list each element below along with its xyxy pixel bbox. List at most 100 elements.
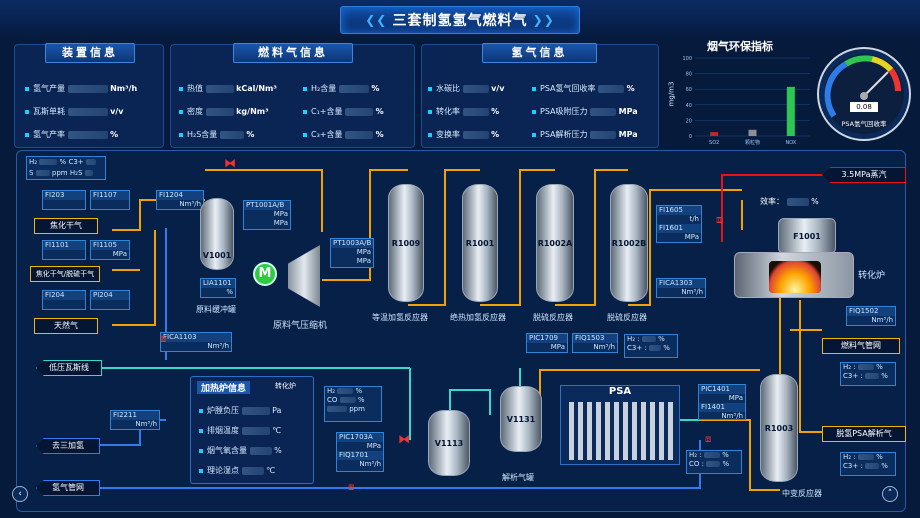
furnace-row-3: 烟气氧含量 % [199,445,282,456]
fuel-row-5: C₁+含量 % [303,106,384,117]
furnace-f1001[interactable]: F1001 [778,218,836,254]
fuel-row-3: H₂S含量 % [179,129,254,140]
psa-unit[interactable]: PSA [560,385,680,465]
y-tick-label: 40 [686,103,692,109]
psa-columns [569,402,673,460]
h2-row-4: PSA氢气回收率 % [532,83,635,94]
y-tick-label: 100 [682,56,692,62]
fuel-info-panel: 燃料气信息 热值 kCal/Nm³ 密度 kg/Nm³ H₂S含量 % H₂含量… [170,43,415,148]
fuel-row-1: 热值 kCal/Nm³ [179,83,277,94]
valve-v1113-icon[interactable]: ⧓ [398,432,410,446]
reformer-furnace[interactable] [734,252,854,298]
page-title: ❮❮ 三套制氢氢气燃料气 ❯❯ [340,6,580,34]
h2-row-3: 变换率 % [428,129,499,140]
y-tick-label: 0 [689,134,692,140]
furnace-info-box: 加热炉信息 转化炉 炉膛负压 Pa 排烟温度 ℃ 烟气氧含量 % 理论湿点 ℃ [190,376,314,484]
device-info-title: 装置信息 [45,43,135,63]
source-psa-gas[interactable]: 脱氢PSA解析气 [822,426,906,442]
motor-icon: M [253,262,277,286]
h2-row-1: 水碳比 v/v [428,83,504,94]
h2-info-title: 氢气信息 [482,43,597,63]
tag-psa-comp: H₂ : %C3+ : % [624,334,678,358]
bar-0[interactable] [710,132,719,136]
label-r1002a: 脱硫反应器 [533,313,573,322]
source-fuel-net[interactable]: 燃料气管网 [822,338,900,354]
tag-fi1107[interactable]: FI1107 [90,190,130,210]
gauge-value: 0.08 [850,102,878,112]
reactor-r1002a[interactable]: R1002A [536,184,574,302]
x-tick-label: SO2 [709,140,719,146]
tag-lia1101[interactable]: LIA1101% [200,278,236,298]
tag-r-comp2: H₂ : %C3+ : % [840,452,896,476]
scroll-up-button[interactable]: ˄ [882,486,898,502]
label-midshift: 中变反应器 [782,489,822,498]
valve-h2-icon[interactable]: ⧈ [348,482,355,493]
fuel-row-2: 密度 kg/Nm³ [179,106,269,117]
vessel-v1001[interactable]: V1001 [200,198,234,270]
fire-icon [769,261,821,293]
device-row-1: 氢气产量 Nm³/h [25,83,137,94]
tag-fi203[interactable]: FI203 [42,190,86,210]
y-tick-label: 20 [686,118,692,124]
tag-r-comp: H₂ : %C3+ : % [840,362,896,386]
h2-row-5: PSA吸附压力 MPa [532,106,638,117]
tag-fi1101[interactable]: FI1101 [42,240,86,260]
valve-icon[interactable]: ⧓ [224,156,236,170]
reactor-r1001[interactable]: R1001 [462,184,498,302]
gauge-label: PSA氢气回收率 [841,120,887,128]
h2-info-panel: 氢气信息 水碳比 v/v 转化率 % 变换率 % PSA氢气回收率 % PSA吸… [421,43,659,148]
label-analysis-tank: 解析气罐 [502,473,534,482]
psa-title: PSA [608,386,632,397]
sink-hydro3[interactable]: 去三加氢 [36,438,100,454]
valve-fica-icon[interactable]: ⧈ [160,334,167,345]
x-tick-label: 颗粒物 [745,139,760,146]
vessel-v1131[interactable]: V1131 [500,386,542,452]
sink-h2-net[interactable]: 氢气管网 [36,480,100,496]
h2-row-2: 转化率 % [428,106,499,117]
tag-pi204[interactable]: PI204 [90,290,130,310]
reactor-r1009[interactable]: R1009 [388,184,424,302]
valve-steam-icon[interactable]: ⧈ [716,213,723,226]
vessel-v1113[interactable]: V1113 [428,410,470,476]
fuel-row-4: H₂含量 % [303,83,379,94]
composition-box: H₂ % C3+ S ppm H₂S [26,156,106,180]
reactor-r1003[interactable]: R1003 [760,374,798,482]
bar-2[interactable] [786,86,795,136]
furnace-row-1: 炉膛负压 Pa [199,405,281,416]
label-r1001: 绝热加氢反应器 [450,313,506,322]
chevron-right-icon: ❯❯ [527,13,555,27]
chevron-left-icon: ❮❮ [365,13,393,27]
sink-low-gas[interactable]: 低压瓦斯线 [36,360,102,376]
device-row-2: 瓦斯单耗 v/v [25,106,123,117]
bar-1[interactable] [748,129,757,136]
source-natural-gas[interactable]: 天然气 [34,318,98,334]
source-jiaohua-gas[interactable]: 焦化干气 [34,218,98,234]
furnace-row-4: 理论湿点 ℃ [199,465,275,476]
device-row-3: 氢气产率 % [25,129,118,140]
valve-psa-icon[interactable]: ⧈ [705,434,712,445]
scroll-left-button[interactable]: ‹ [12,486,28,502]
env-chart-title: 烟气环保指标 [707,40,773,53]
tag-fi204[interactable]: FI204 [42,290,86,310]
x-tick-label: NOX [785,140,796,146]
reactor-r1002b[interactable]: R1002B [610,184,648,302]
source-desulf-gas[interactable]: 焦化干气/脱硫干气 [30,266,100,282]
furnace-select[interactable]: 转化炉 [275,382,296,390]
source-steam[interactable]: 3.5MPa蒸汽 [822,167,906,183]
title-text: 三套制氢氢气燃料气 [392,13,528,29]
label-buffer-tank: 原料缓冲罐 [196,305,236,314]
